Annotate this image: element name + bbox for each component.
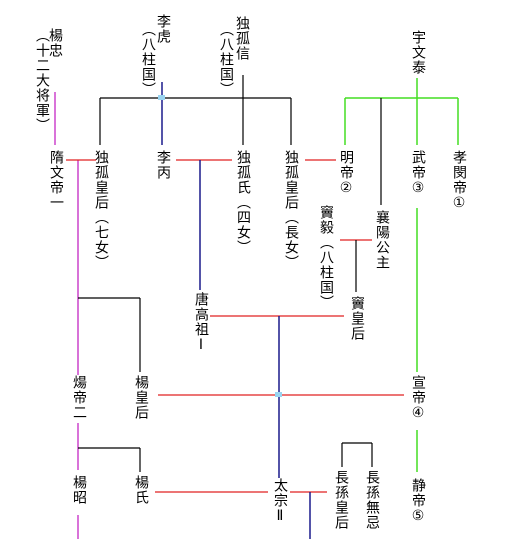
yangdi: 煬帝二	[71, 375, 87, 420]
xuandi: 宣帝④	[410, 375, 426, 422]
yang-shi: 楊氏	[133, 475, 149, 505]
dou-yi: 竇毅（八柱国）	[318, 205, 334, 310]
li-hu-title: （八柱国）	[140, 22, 156, 97]
empress-zhangsun: 長孫皇后	[333, 470, 349, 530]
yang-zhong-title: （十二大将軍）	[34, 28, 50, 133]
li-bing: 李丙	[155, 150, 171, 180]
dugu-empress-7: 独孤皇后（七女）	[93, 150, 109, 270]
mingdi: 明帝②	[338, 150, 354, 197]
dugu-xin-title: （八柱国）	[218, 22, 234, 97]
empress-yang: 楊皇后	[133, 375, 149, 420]
sui-wendi: 隋文帝一	[48, 150, 64, 210]
dugu-shi-4: 独孤氏（四女）	[235, 150, 251, 255]
junction-dot-2	[275, 392, 282, 397]
junction-dot-1	[158, 95, 165, 100]
wudi: 武帝③	[410, 150, 426, 197]
tang-gaozu: 唐高祖Ⅰ	[193, 292, 209, 354]
li-hu-name: 李虎	[155, 14, 171, 44]
xiangyang-gongzhu: 襄陽公主	[374, 210, 390, 270]
jingdi: 静帝⑤	[410, 478, 426, 525]
zhangsun-wuji: 長孫無忌	[364, 470, 380, 530]
dugu-empress-1: 独孤皇后（長女）	[283, 150, 299, 270]
dugu-xin-name: 独孤信	[234, 16, 250, 61]
yang-zhong-name: 楊忠	[47, 28, 63, 58]
taizong: 太宗Ⅱ	[272, 478, 288, 525]
xiaomindi: 孝閔帝①	[451, 150, 467, 212]
empress-dou: 竇皇后	[349, 296, 365, 341]
yang-zhao: 楊昭	[71, 475, 87, 505]
yuwen-tai-name: 宇文泰	[410, 30, 426, 75]
